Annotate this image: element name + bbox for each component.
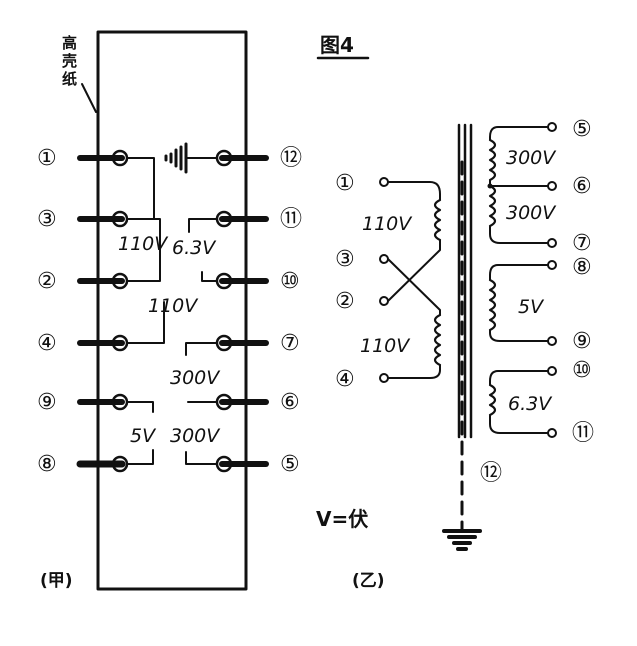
primary-terminal-2: ② <box>335 289 355 314</box>
secondary-dot-7 <box>547 238 557 248</box>
secondary-terminal-7: ⑦ <box>572 231 592 256</box>
transformer-core <box>457 123 473 439</box>
primary-label-lower: 110V <box>360 335 411 357</box>
panel-a-caption: (甲) <box>40 571 73 591</box>
lv5-lead-9 <box>489 329 549 342</box>
hv-center-tap-node <box>487 183 493 189</box>
secondary-terminal-9: ⑨ <box>572 329 592 354</box>
board-label-110v-lower: 110V <box>148 295 199 317</box>
board-label-5v: 5V <box>130 425 157 447</box>
voltage-legend: V=伏 <box>316 507 368 531</box>
primary-terminal-3: ③ <box>335 247 355 272</box>
terminal-board-panel: 高 壳 纸 ① ③ ② ④ ⑨ ⑧ ⑫ ⑪ ⑩ ⑦ ⑥ ⑤ <box>37 30 302 591</box>
wire-5-stub <box>185 451 218 465</box>
schematic-terminal-12: ⑫ <box>480 461 502 486</box>
wire-7-stub <box>185 342 218 356</box>
secondary-terminal-6: ⑥ <box>572 174 592 199</box>
primary-lead-1 <box>387 181 441 201</box>
board-label-300v-lower: 300V <box>170 425 221 447</box>
primary-lead-4 <box>387 364 441 379</box>
transformer-schematic-panel: ① ③ ② ④ 110V 110V ⑤ ⑥ ⑦ ⑧ ⑨ ⑩ ⑪ <box>316 117 594 591</box>
right-terminal-6: ⑥ <box>280 390 300 415</box>
primary-terminal-4: ④ <box>335 367 355 392</box>
right-terminal-5: ⑤ <box>280 452 300 477</box>
hv-label-upper: 300V <box>506 147 557 169</box>
wire-9-stub <box>126 401 154 413</box>
right-terminal-10: ⑩ <box>280 269 300 294</box>
right-terminal-11: ⑪ <box>280 207 302 232</box>
wire-8-stub <box>126 449 154 465</box>
secondary-dot-8 <box>547 260 557 270</box>
wire-10-stub <box>201 271 218 282</box>
board-label-6-3v: 6.3V <box>172 237 217 259</box>
right-terminal-7: ⑦ <box>280 331 300 356</box>
right-terminal-12: ⑫ <box>280 146 302 171</box>
primary-dot-2 <box>379 296 389 306</box>
hv-lead-7 <box>489 225 549 244</box>
board-internal-wires <box>126 157 218 465</box>
primary-upper-coil <box>433 198 442 242</box>
hv-lead-5 <box>489 126 549 141</box>
lv63-lead-11 <box>489 414 549 434</box>
board-ground-icon <box>164 142 188 174</box>
primary-dot-4 <box>379 373 389 383</box>
left-terminal-lugs <box>76 149 129 473</box>
terminal-board-outline <box>96 30 248 591</box>
hv-upper-coil <box>488 138 497 182</box>
wire-4-up <box>126 301 165 344</box>
wire-1-down <box>126 157 155 220</box>
secondary-dot-11 <box>547 428 557 438</box>
hv-center-tap-6 <box>489 179 549 187</box>
left-terminal-4: ④ <box>37 331 57 356</box>
hv-label-lower: 300V <box>506 202 557 224</box>
secondary-terminal-10: ⑩ <box>572 358 592 383</box>
board-callout-char-3: 纸 <box>62 70 77 88</box>
right-terminal-lugs <box>215 149 269 473</box>
secondary-dot-10 <box>547 366 557 376</box>
board-callout-char-2: 壳 <box>61 52 77 70</box>
board-label-300v-upper: 300V <box>170 367 221 389</box>
lv5-label: 5V <box>518 296 545 318</box>
lv5-lead-8 <box>489 264 549 281</box>
secondary-terminal-11: ⑪ <box>572 421 594 446</box>
primary-dot-3 <box>379 254 389 264</box>
wire-3-to-2 <box>126 218 161 282</box>
primary-cross-2 <box>387 258 441 316</box>
panel-b-caption: (乙) <box>352 571 385 591</box>
lv63-label: 6.3V <box>508 393 553 415</box>
primary-label-upper: 110V <box>362 213 413 235</box>
board-callout-leader <box>81 83 97 113</box>
primary-terminal-1: ① <box>335 171 355 196</box>
schematic-ground-icon <box>442 520 482 551</box>
primary-lower-coil <box>433 313 442 367</box>
board-callout-char-1: 高 <box>62 34 77 52</box>
figure-title: 图4 <box>320 33 354 57</box>
lv63-lead-10 <box>489 370 549 386</box>
lv5-coil <box>488 278 497 332</box>
left-terminal-3: ③ <box>37 207 57 232</box>
left-terminal-2: ② <box>37 269 57 294</box>
hv-lower-coil <box>488 184 497 228</box>
secondary-terminal-5: ⑤ <box>572 117 592 142</box>
primary-dot-1 <box>379 177 389 187</box>
left-terminal-1: ① <box>37 146 57 171</box>
secondary-dot-6 <box>547 181 557 191</box>
secondary-dot-5 <box>547 122 557 132</box>
board-label-110v-upper: 110V <box>118 233 169 255</box>
lv63-coil <box>488 383 497 417</box>
left-terminal-9: ⑨ <box>37 390 57 415</box>
primary-cross-3 <box>387 239 441 302</box>
left-terminal-8: ⑧ <box>37 452 57 477</box>
secondary-terminal-8: ⑧ <box>572 255 592 280</box>
secondary-dot-9 <box>547 336 557 346</box>
wire-11-stub <box>188 218 218 233</box>
